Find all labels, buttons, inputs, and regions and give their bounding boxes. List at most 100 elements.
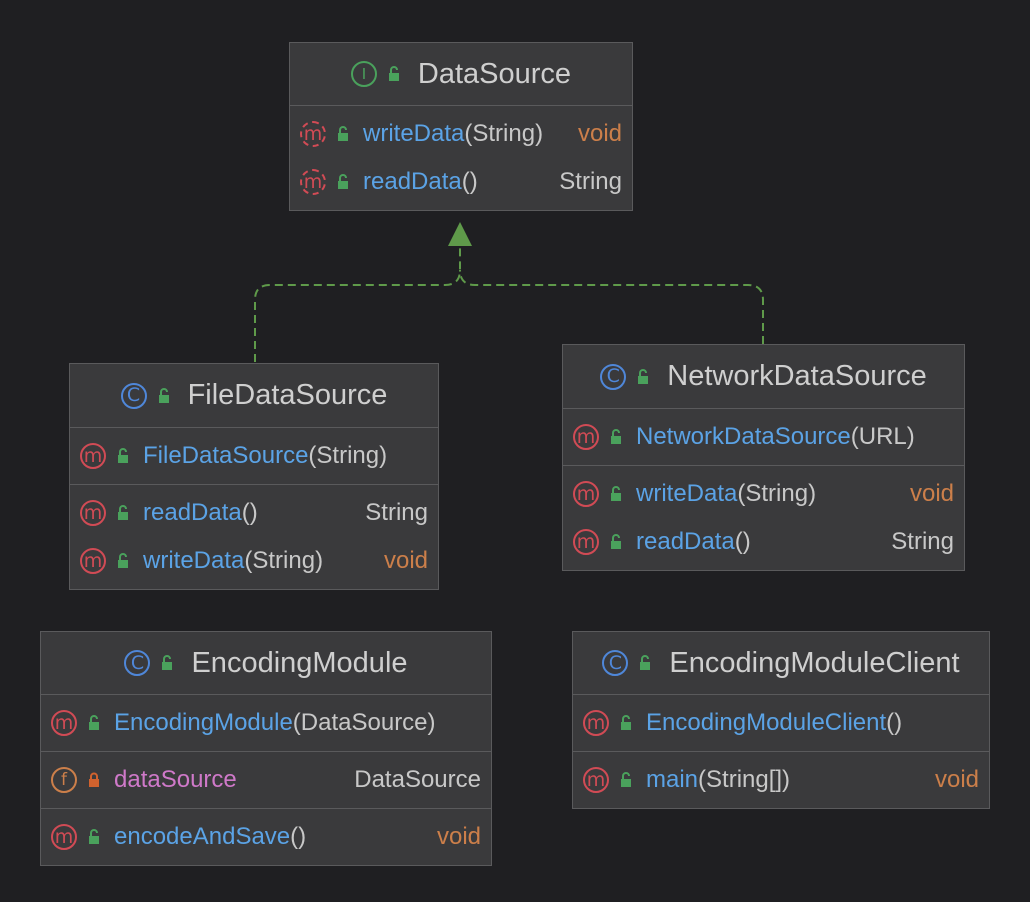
member-badges: m — [51, 824, 102, 850]
member-name: readData — [363, 168, 462, 195]
member-signature: writeData(String) — [363, 120, 570, 148]
member-name: FileDataSource — [143, 442, 309, 469]
public-visibility-icon — [626, 368, 651, 385]
method-icon: m — [51, 710, 77, 736]
class-title: DataSource — [417, 57, 572, 90]
public-visibility-icon — [326, 126, 351, 142]
class-header: C FileDataSource — [70, 364, 438, 428]
member-badges: m — [573, 529, 624, 555]
member-params: () — [886, 709, 903, 736]
method-icon: m — [573, 529, 599, 555]
class-badges: C — [120, 382, 172, 409]
public-visibility-icon — [609, 715, 634, 731]
class-title: NetworkDataSource — [667, 360, 927, 392]
class-section: m encodeAndSave() void — [41, 809, 491, 865]
method-icon: m — [583, 710, 609, 736]
public-visibility-icon — [599, 486, 624, 502]
class-title: FileDataSource — [187, 379, 388, 411]
class-header: C NetworkDataSource — [563, 345, 964, 409]
member-signature: FileDataSource(String) — [143, 442, 428, 470]
member-signature: readData() — [636, 528, 883, 556]
member-type: void — [577, 120, 622, 147]
class-title: EncodingModuleClient — [669, 646, 960, 679]
member-params: (String) — [737, 480, 817, 507]
class-section: m writeData(String) void m readData() String — [563, 466, 964, 570]
public-visibility-icon — [599, 429, 624, 445]
member-name: encodeAndSave — [114, 823, 291, 850]
member-params: () — [241, 499, 258, 526]
member-params: (String) — [464, 120, 544, 147]
public-visibility-icon — [77, 715, 102, 731]
public-visibility-icon — [106, 448, 131, 464]
member-badges: m — [300, 121, 351, 147]
method-row[interactable]: m FileDataSource(String) — [70, 432, 438, 480]
member-name: readData — [636, 528, 735, 555]
member-badges: m — [80, 500, 131, 526]
method-icon: m — [80, 548, 106, 574]
method-row[interactable]: m main(String[]) void — [573, 756, 989, 804]
member-signature: main(String[]) — [646, 766, 927, 794]
class-section: m EncodingModule(DataSource) — [41, 695, 491, 752]
method-row[interactable]: m readData() String — [563, 518, 964, 566]
method-row[interactable]: m writeData(String) void — [290, 110, 632, 158]
member-type: DataSource — [354, 766, 481, 793]
class-box-filedatasource[interactable]: C FileDataSource m FileDataSource(String) m r… — [69, 363, 439, 590]
member-badges: f — [51, 767, 102, 793]
member-type: void — [934, 766, 979, 793]
member-signature: dataSource — [114, 766, 346, 794]
member-badges: m — [300, 169, 351, 195]
member-type: void — [436, 823, 481, 850]
class-section: m FileDataSource(String) — [70, 428, 438, 485]
member-badges: m — [80, 548, 131, 574]
method-icon: m — [573, 481, 599, 507]
class-badges: C — [602, 650, 653, 676]
public-visibility-icon — [599, 534, 624, 550]
member-name: EncodingModule — [114, 709, 293, 736]
member-signature: writeData(String) — [143, 547, 376, 575]
method-row[interactable]: m encodeAndSave() void — [41, 813, 491, 861]
method-row[interactable]: m writeData(String) void — [70, 537, 438, 585]
member-params: (DataSource) — [292, 709, 436, 736]
method-icon: m — [80, 500, 106, 526]
method-icon: m — [51, 824, 77, 850]
member-badges: m — [51, 710, 102, 736]
class-title: EncodingModule — [191, 646, 408, 679]
class-badges: C — [600, 363, 651, 390]
member-signature: readData() — [143, 499, 357, 527]
member-type: void — [909, 480, 954, 507]
member-params: (URL) — [850, 423, 915, 450]
field-row[interactable]: f dataSource DataSource — [41, 756, 491, 804]
member-params: () — [290, 823, 307, 850]
member-type: String — [891, 528, 954, 555]
public-visibility-icon — [628, 655, 653, 671]
member-name: writeData — [363, 120, 465, 147]
member-name: main — [646, 766, 699, 793]
class-icon: C — [120, 382, 147, 409]
method-icon: m — [583, 767, 609, 793]
implements-edge-filedatasource — [254, 246, 461, 362]
method-row[interactable]: m writeData(String) void — [563, 470, 964, 518]
public-visibility-icon — [326, 174, 351, 190]
member-type: void — [383, 547, 428, 574]
member-params: () — [461, 168, 478, 195]
member-signature: encodeAndSave() — [114, 823, 429, 851]
method-row[interactable]: m EncodingModule(DataSource) — [41, 699, 491, 747]
private-lock-icon — [77, 772, 102, 788]
class-header: C EncodingModuleClient — [573, 632, 989, 695]
member-badges: m — [80, 443, 131, 469]
member-signature: writeData(String) — [636, 480, 902, 508]
